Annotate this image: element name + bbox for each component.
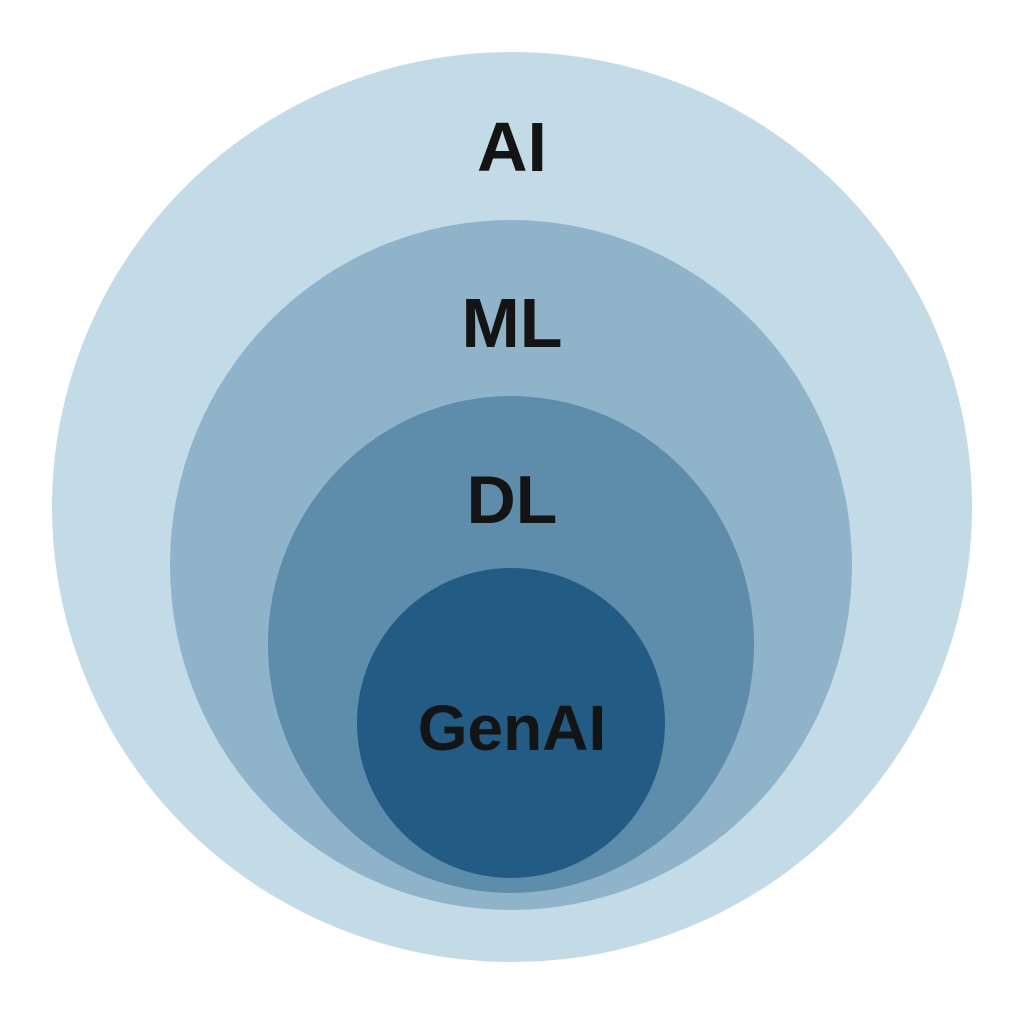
ml-label: ML xyxy=(461,284,563,362)
ai-label: AI xyxy=(477,108,547,186)
genai-label: GenAI xyxy=(417,692,607,764)
genai-circle xyxy=(357,568,665,878)
dl-label: DL xyxy=(466,462,558,538)
